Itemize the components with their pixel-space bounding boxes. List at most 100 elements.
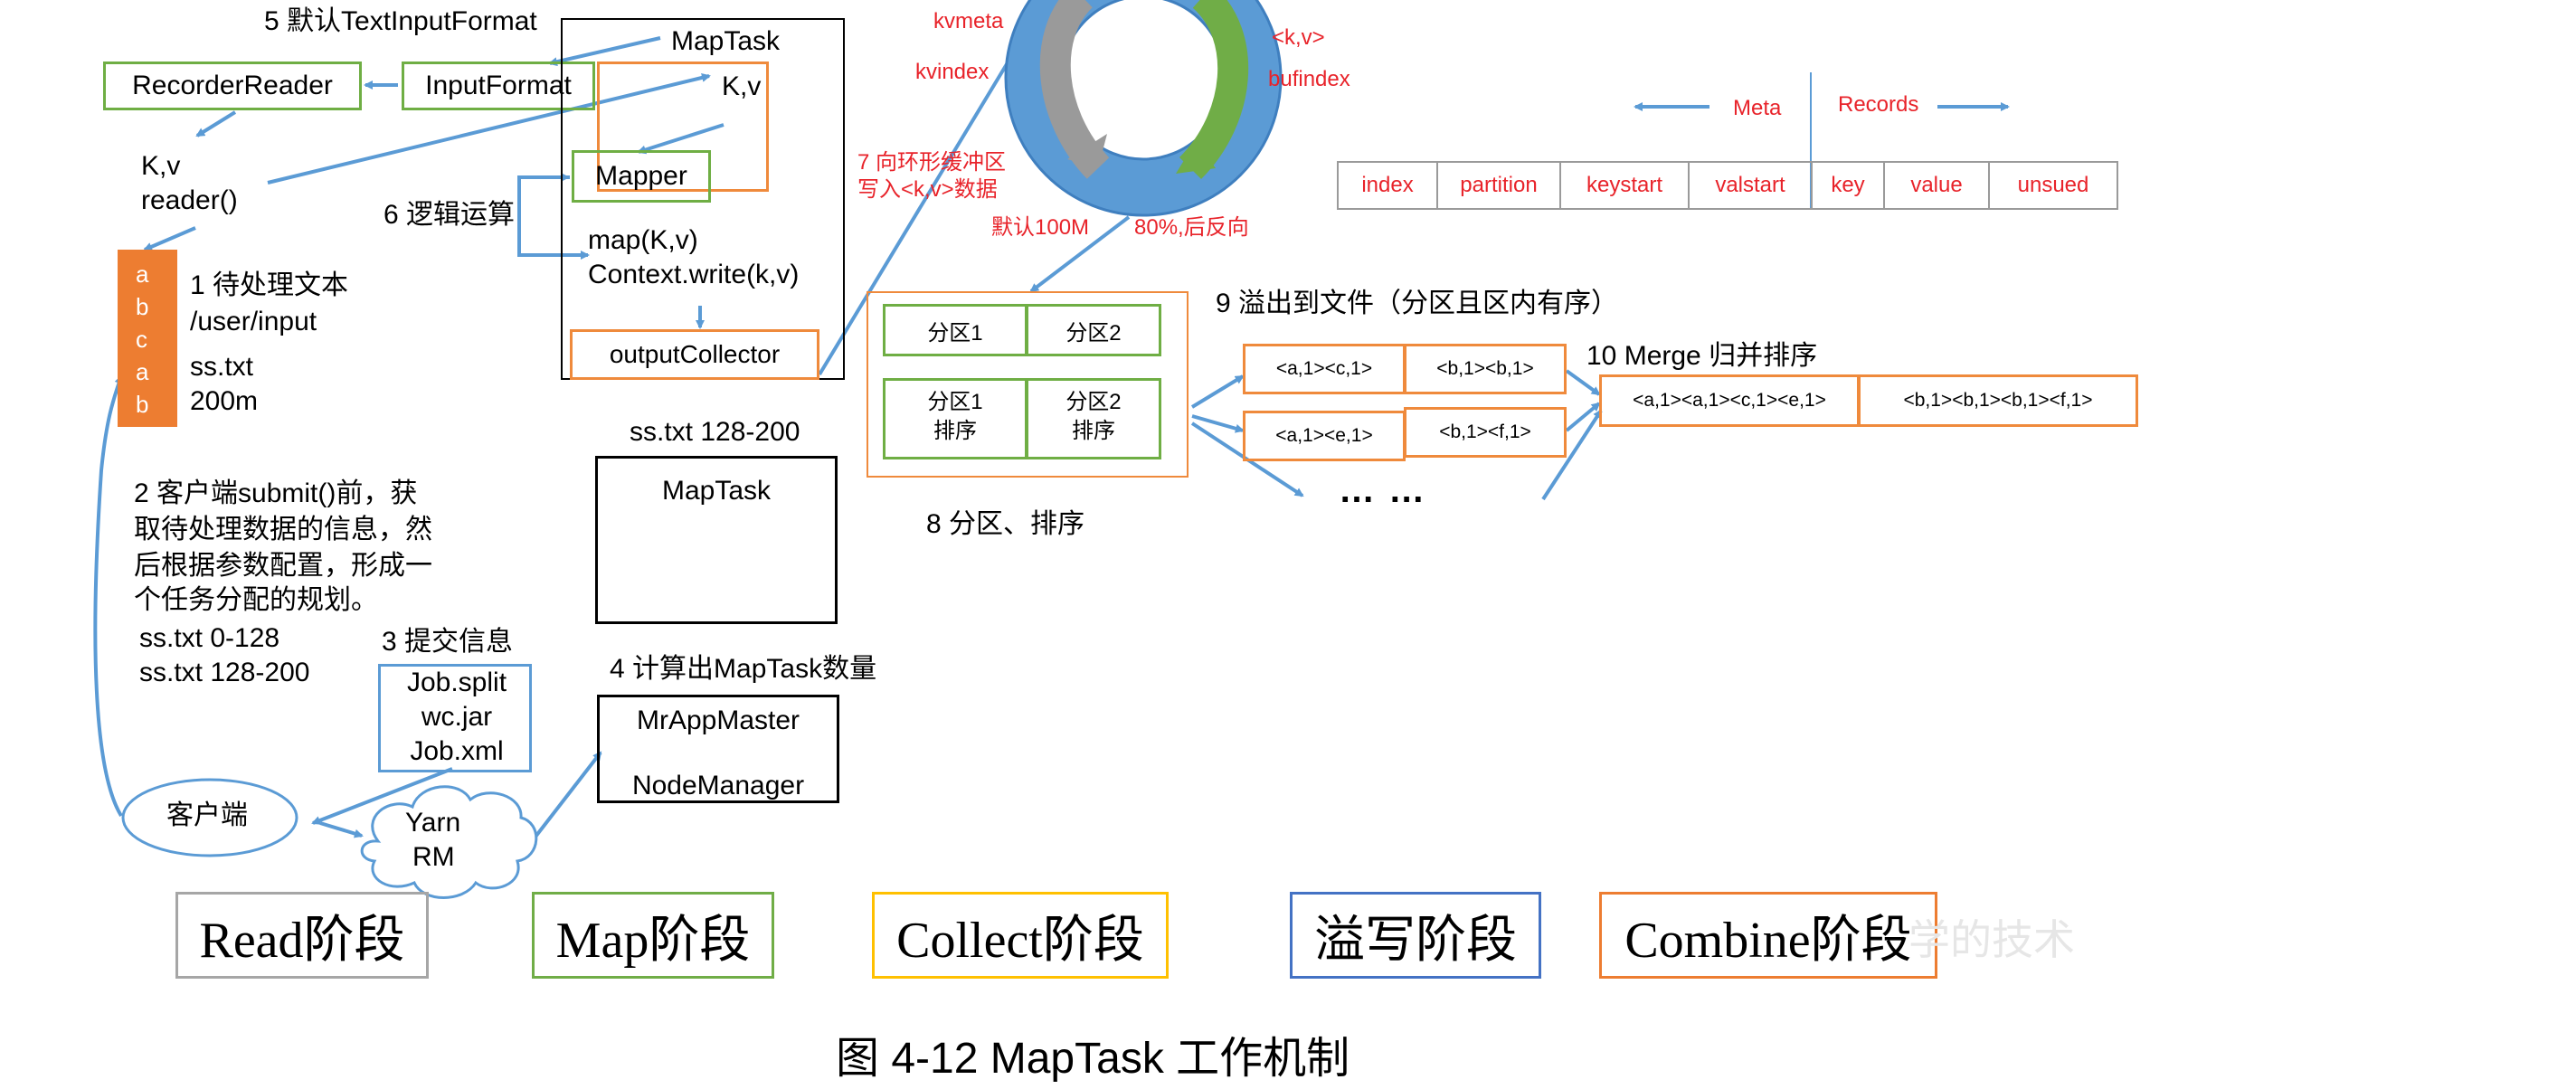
input-path: /user/input <box>190 307 317 336</box>
spill-file1-part1: <a,1><c,1> <box>1243 344 1406 394</box>
data-letter: c <box>136 326 147 353</box>
meta-label: Meta <box>1733 96 1782 120</box>
partition-2-sorted: 分区2 排序 <box>1026 378 1161 459</box>
mr-app-master-label: MrAppMaster <box>636 705 800 735</box>
arrow-partition-file2 <box>1191 414 1245 433</box>
output-collector-box: outputCollector <box>570 329 819 380</box>
arrow-client-data <box>93 374 124 818</box>
figure-caption: 图 4-12 MapTask 工作机制 <box>836 1035 1350 1083</box>
arrow-client-yarn <box>319 821 364 838</box>
spill-file2-part2: <b,1><f,1> <box>1404 407 1567 458</box>
split-label: ss.txt 128-200 <box>139 658 310 687</box>
step10-label: 10 Merge 归并排序 <box>1586 341 1818 371</box>
step4-label: 4 计算出MapTask数量 <box>610 654 877 684</box>
arrow-reader-kv <box>267 73 711 185</box>
ring-buffer-icon <box>1004 0 1283 217</box>
map-call-label: map(K,v) <box>588 225 698 255</box>
meta-records-table: index partition keystart valstart key va… <box>1337 161 2118 210</box>
meta-cell: partition <box>1436 161 1561 210</box>
arrow-partition-file1 <box>1190 374 1245 409</box>
split-label: ss.txt 0-128 <box>139 623 280 653</box>
kvmeta-label: kvmeta <box>933 9 1004 33</box>
step7-line: 写入<k,v>数据 <box>857 177 998 202</box>
stage-collect: Collect阶段 <box>872 892 1169 979</box>
file-size: 200m <box>190 386 259 416</box>
recorder-reader-box: RecorderReader <box>103 62 362 110</box>
partition-1-sorted-line: 排序 <box>933 419 977 443</box>
reader-call-label: reader() <box>141 185 238 215</box>
step9-label: 9 溢出到文件（分区且区内有序） <box>1216 289 1619 318</box>
partition-2-sorted-line: 分区2 <box>1065 390 1122 414</box>
record-cell: value <box>1883 161 1990 210</box>
default-size-label: 默认100M <box>991 215 1090 240</box>
kvindex-label: kvindex <box>915 60 990 84</box>
meta-cell: index <box>1337 161 1438 210</box>
step2-line: 个任务分配的规划。 <box>134 585 378 615</box>
mapper-box: Mapper <box>572 150 711 203</box>
yarn-cloud-icon <box>360 785 538 899</box>
data-letter: b <box>136 391 149 418</box>
watermark: 学的技术 <box>1908 917 2075 963</box>
data-letter: … <box>134 412 154 435</box>
step6-label: 6 逻辑运算 <box>384 200 516 230</box>
step2-line: 2 客户端submit()前，获 <box>134 478 418 508</box>
data-letter: a <box>136 358 149 385</box>
merged-part2: <b,1><b,1><b,1><f,1> <box>1858 374 2138 427</box>
context-write-label: Context.write(k,v) <box>588 260 800 289</box>
arrow-file2-merge <box>1565 402 1601 432</box>
arrow-reader-data <box>143 226 196 251</box>
data-letter: b <box>136 293 149 320</box>
kv-label: K,v <box>141 151 181 181</box>
arrow-kv-mapper <box>637 123 724 155</box>
spill-file1-part2: <b,1><b,1> <box>1404 344 1567 394</box>
stage-map: Map阶段 <box>532 892 774 979</box>
arrow-recorderreader-kv <box>195 110 237 137</box>
partition-1-sorted: 分区1 排序 <box>883 378 1028 459</box>
app-master-box: MrAppMaster NodeManager <box>597 695 839 803</box>
job-file: Job.split <box>406 668 507 697</box>
spill-ellipsis: … … <box>1339 470 1427 510</box>
file-name: ss.txt <box>190 352 254 382</box>
yarn-label: Yarn <box>405 808 461 838</box>
arrow-jobfiles-client <box>311 767 453 825</box>
step8-label: 8 分区、排序 <box>926 509 1085 539</box>
bufindex-label: bufindex <box>1268 67 1350 91</box>
step7-line: 7 向环形缓冲区 <box>857 150 1007 175</box>
job-files-box: Job.split wc.jar Job.xml <box>378 664 532 772</box>
partition-box: 分区1 分区2 分区1 排序 分区2 排序 <box>867 291 1189 478</box>
partition-1: 分区1 <box>883 304 1028 356</box>
arrow-collector-buffer <box>818 49 1017 376</box>
record-cell: key <box>1811 161 1885 210</box>
client-label: 客户端 <box>166 800 248 830</box>
kv-orange-box <box>597 62 769 192</box>
records-label: Records <box>1838 92 1919 117</box>
stage-combine: Combine阶段 <box>1599 892 1937 979</box>
step5-label: 5 默认TextInputFormat <box>264 6 537 36</box>
step1-label: 1 待处理文本 <box>190 270 349 300</box>
second-maptask-box: MapTask <box>595 456 838 624</box>
node-manager-label: NodeManager <box>631 771 805 800</box>
stage-spill: 溢写阶段 <box>1290 892 1541 979</box>
data-letter: a <box>136 260 149 288</box>
partition-1-sorted-line: 分区1 <box>927 390 983 414</box>
meta-cell: valstart <box>1688 161 1813 210</box>
maptask-title: MapTask <box>671 26 781 56</box>
partition-2: 分区2 <box>1026 304 1161 356</box>
kv-pair-label: <k,v> <box>1272 25 1325 50</box>
arrow-maptask-inputformat <box>548 36 661 67</box>
record-cell: unsued <box>1988 161 2118 210</box>
step3-label: 3 提交信息 <box>382 627 514 657</box>
arrow-file1-merge <box>1565 369 1601 396</box>
client-ellipse <box>121 778 298 857</box>
second-split-label: ss.txt 128-200 <box>630 417 800 447</box>
arrow-yarn-mrappmaster <box>525 751 602 850</box>
partition-2-sorted-line: 排序 <box>1072 419 1115 443</box>
data-column: a b c a b … <box>118 250 177 435</box>
merged-part1: <a,1><a,1><c,1><e,1> <box>1599 374 1860 427</box>
reverse-label: 80%,后反向 <box>1134 215 1249 240</box>
stage-read: Read阶段 <box>175 892 429 979</box>
spill-file2-part1: <a,1><e,1> <box>1243 411 1406 461</box>
rm-label: RM <box>412 842 455 872</box>
